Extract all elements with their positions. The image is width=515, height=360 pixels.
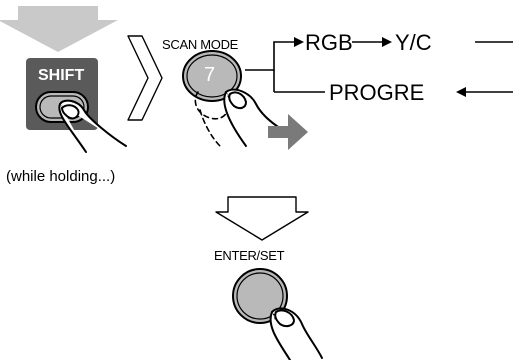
hold-note: (while holding...): [6, 168, 116, 185]
shift-button-label: SHIFT: [38, 67, 85, 84]
scan-mode-button: [182, 50, 242, 102]
mode-progre: PROGRE: [329, 80, 425, 105]
finger-icon: [223, 88, 287, 147]
mode-rgb: RGB: [305, 30, 353, 55]
scan-mode-label: SCAN MODE: [162, 37, 239, 52]
down-arrow-icon: [0, 6, 118, 52]
mode-yc: Y/C: [395, 30, 432, 55]
step-arrow-icon: [215, 196, 309, 241]
finger-icon: [269, 307, 323, 360]
scan-mode-number: 7: [204, 64, 216, 86]
step-arrow-icon: [127, 35, 163, 121]
mode-cycle-lines: [245, 37, 513, 97]
finger-icon: [58, 99, 127, 153]
enter-set-label: ENTER/SET: [214, 248, 285, 263]
motion-arrow-icon: [268, 114, 308, 150]
